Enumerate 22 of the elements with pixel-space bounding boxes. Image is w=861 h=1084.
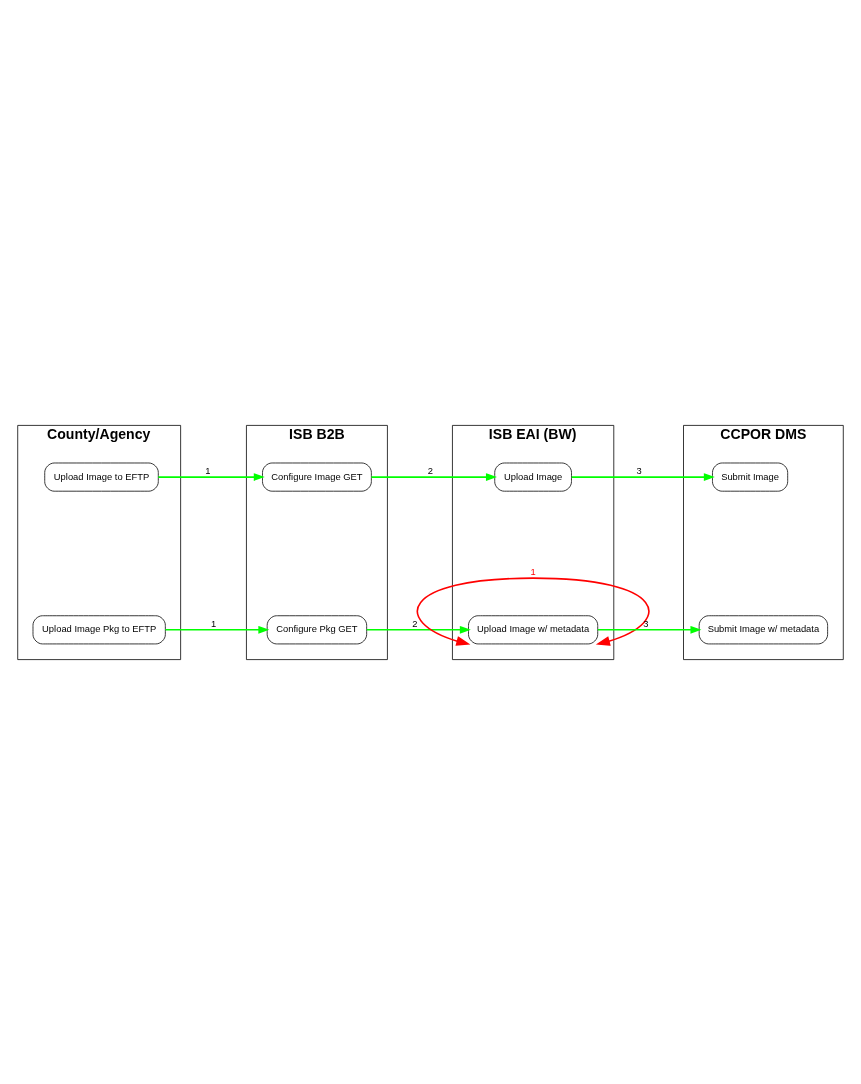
edge-label: 2 [427,464,433,476]
node-box: Configure Image GET [262,462,372,492]
arrow [365,625,471,634]
node-box: Upload Image to EFTP [44,462,159,492]
edge-label: 3 [636,464,642,476]
edge-label: 1 [530,565,536,577]
arrow [370,472,497,481]
node-box: Upload Image Pkg to EFTP [32,614,166,644]
node-box: Upload Image w/ metadata [468,614,599,644]
arrow [570,472,715,481]
arrow [164,625,270,634]
edge-label: 3 [643,617,649,629]
edge-label: 1 [205,464,211,476]
edge-label: 2 [412,617,418,629]
node-box: Submit Image [712,462,789,492]
arrow [157,472,265,481]
node-box: Configure Pkg GET [266,614,368,644]
arrow [416,576,650,646]
node-box: Upload Image [494,462,572,492]
node-box: Submit Image w/ metadata [698,614,828,644]
arrow [597,625,702,634]
edge-label: 1 [210,617,217,629]
